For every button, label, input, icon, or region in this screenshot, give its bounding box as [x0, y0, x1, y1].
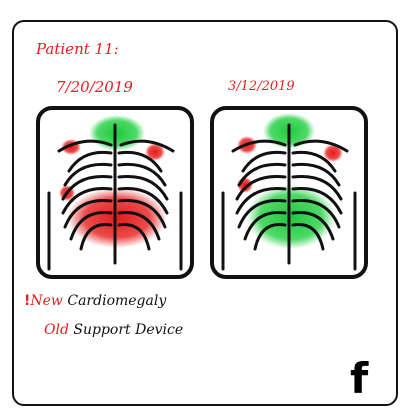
xray-date-prior: 3/12/2019: [228, 79, 295, 94]
figure-letter: f: [350, 358, 368, 400]
chest-xray-current: [35, 105, 195, 280]
support-device-highlight: [89, 115, 145, 151]
finding-row-old: Old Support Device: [44, 322, 183, 338]
finding-row-new: !New Cardiomegaly: [24, 293, 166, 309]
finding-status-old: Old: [44, 322, 69, 338]
finding-status-new: New: [30, 293, 63, 309]
patient-label: Patient 11:: [36, 40, 119, 58]
chest-xray-prior: [209, 105, 369, 280]
xray-date-current: 7/20/2019: [56, 78, 133, 96]
finding-name: Cardiomegaly: [67, 293, 166, 309]
finding-name: Support Device: [73, 322, 183, 338]
